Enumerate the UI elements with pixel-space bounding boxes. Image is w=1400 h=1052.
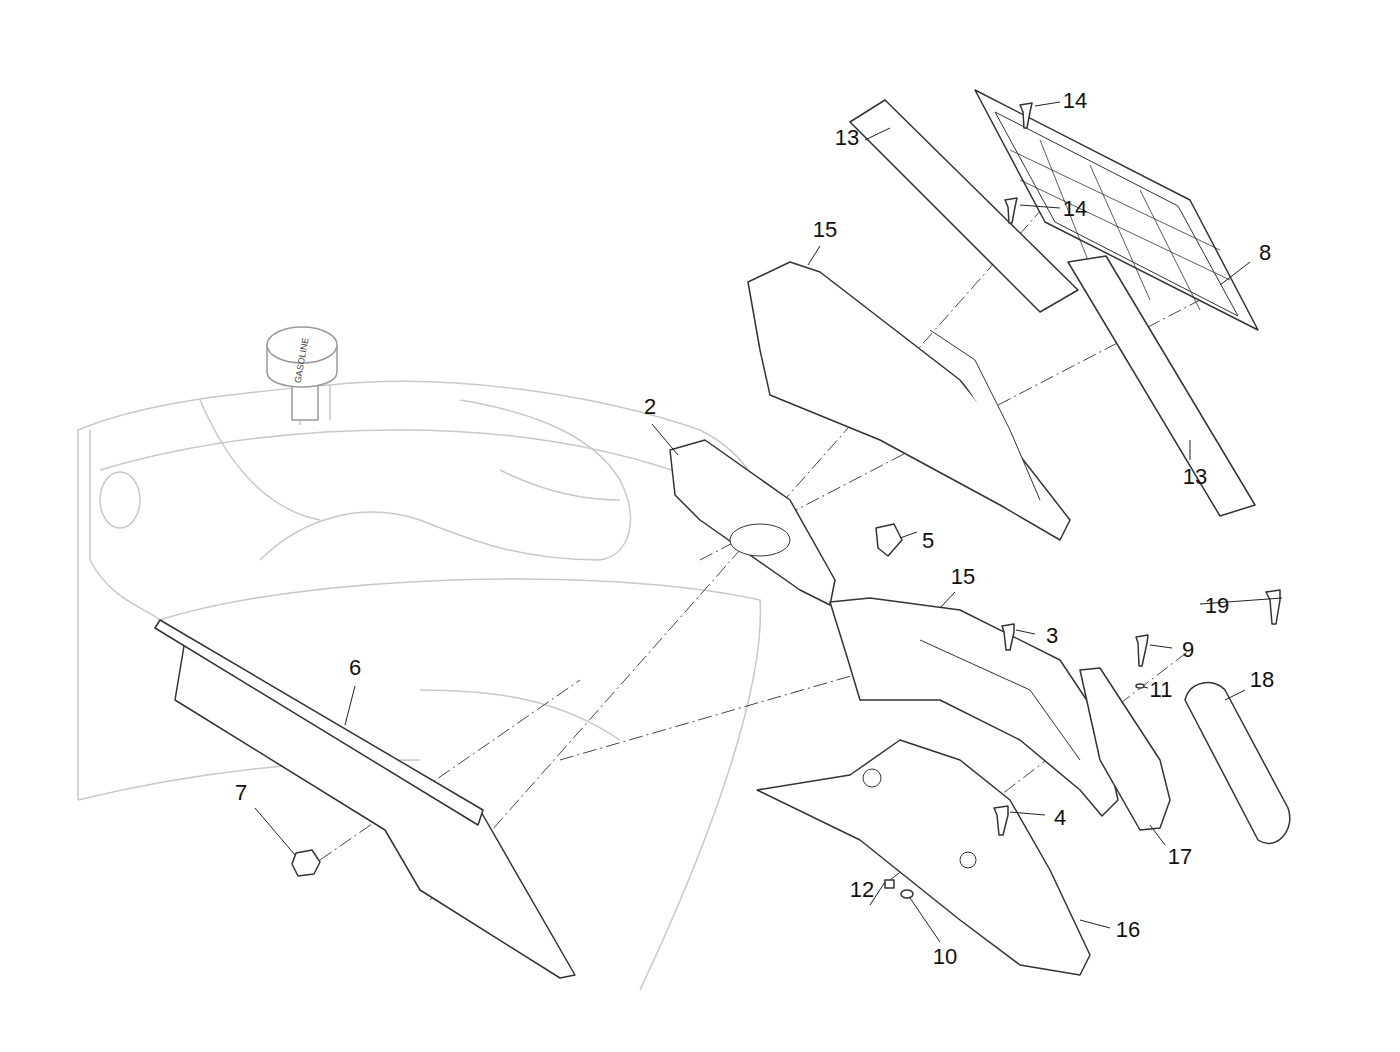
fuel-cap [267,327,337,420]
callout-number: 18 [1250,669,1274,691]
callout-number: 14 [1063,90,1087,112]
leader-lines [255,102,1282,942]
callout-number: 12 [850,879,874,901]
callout-number: 13 [1183,466,1207,488]
callout-number: 19 [1205,595,1229,617]
scooter-body [78,381,770,990]
callout-number: 3 [1046,625,1058,647]
callout-number: 10 [933,946,957,968]
callout-number: 15 [813,219,837,241]
callout-number: 2 [644,396,656,418]
callout-number: 14 [1063,198,1087,220]
callout-number: 8 [1259,242,1271,264]
callout-number: 13 [835,127,859,149]
callout-number: 15 [951,566,975,588]
parts [155,90,1290,978]
callout-number: 17 [1168,846,1192,868]
callout-number: 4 [1054,807,1066,829]
callout-number: 5 [922,530,934,552]
cap-marking: GASOLINE [294,337,311,384]
callout-number: 6 [349,657,361,679]
callout-number: 11 [1150,679,1173,701]
callout-number: 7 [235,782,247,804]
callout-number: 9 [1182,639,1194,661]
callout-number: 16 [1116,919,1140,941]
